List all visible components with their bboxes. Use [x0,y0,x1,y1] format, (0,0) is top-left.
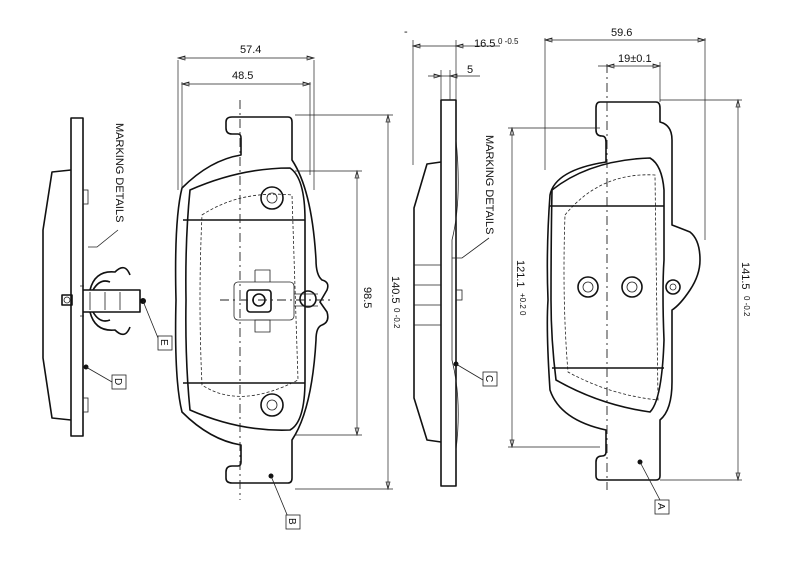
dims-left: 57.4 48.5 98.5 140.5 0 -0.2 [176,44,401,491]
backing-plate-2 [546,101,701,481]
left-front-view: 57.4 48.5 98.5 140.5 0 -0.2 B [174,44,401,530]
callout-box-b [285,514,301,530]
dim-57-4: 57.4 [240,44,261,56]
marking-details-label-1: MARKING DETAILS [113,123,125,222]
left-side-view: MARKING DETAILS D E [42,117,173,437]
friction-pad [185,167,306,431]
right-front-view: 59.6 19±0.1 121.1 +0.2 0 141.5 0 -0.2 A [508,27,751,515]
callout-d: D [112,378,123,385]
callout-box-e [157,335,173,351]
dim-16-5-tol: 0 -0.5 [498,37,519,46]
dim-140-5: 140.5 [389,276,401,304]
retaining-clip [80,266,141,336]
marking-details-label-2: MARKING DETAILS [483,135,495,234]
callout-c: C [483,375,494,382]
friction-pad-2 [550,157,665,413]
backing-plate-side [70,117,84,437]
callout-a: A [655,503,666,510]
dim-19: 19±0.1 [618,53,652,65]
friction-side-2 [413,161,442,443]
callout-e: E [158,339,169,346]
dim-121-1-tol: +0.2 0 [518,293,527,316]
callout-box-c [482,371,498,387]
dim-59-6: 59.6 [611,27,632,39]
dim-141-5: 141.5 [739,262,751,290]
callout-b: B [286,518,297,525]
friction-material-side [42,169,72,421]
backing-plate-side-2 [440,99,457,487]
callout-box-a [654,499,670,515]
dim-141-5-tol: 0 -0.2 [742,296,751,317]
callout-box-d [111,374,127,390]
middle-side-view: 16.5 0 -0.5 5 - MARKING DETAILS C [404,26,519,487]
dim-16-5: 16.5 [474,38,495,50]
dim-48-5: 48.5 [232,70,253,82]
dim-98-5: 98.5 [361,287,373,308]
svg-text:-: - [404,26,408,38]
dim-5: 5 [467,64,473,76]
backing-plate [174,116,329,484]
dim-140-5-tol: 0 -0.2 [392,308,401,329]
dim-121-1: 121.1 [514,260,526,288]
